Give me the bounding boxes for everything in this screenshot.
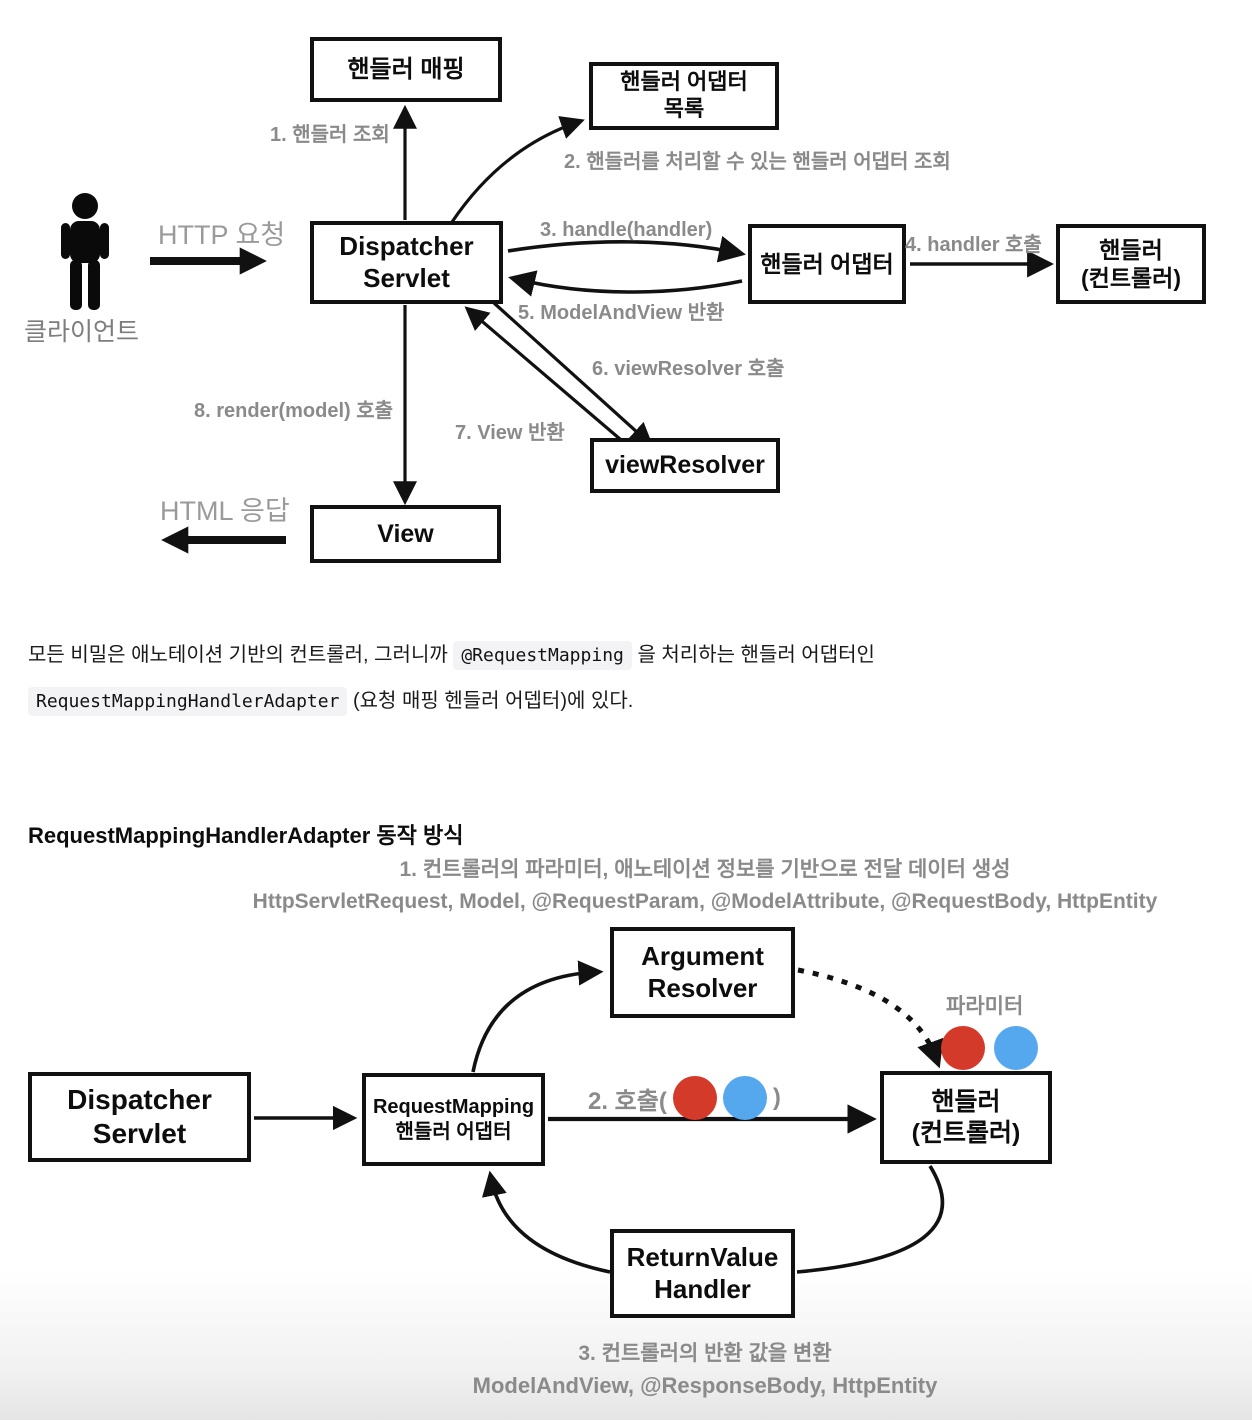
view-box: View — [310, 505, 501, 563]
parameter-label: 파라미터 — [946, 995, 1024, 1018]
section-heading: RequestMappingHandlerAdapter 동작 방식 — [28, 823, 464, 848]
blue-parameter-circle — [994, 1026, 1038, 1070]
call-open-label: 2. 호출( — [588, 1087, 667, 1115]
call-close-label: ) — [772, 1084, 781, 1111]
requestmapping-adapter-line2: 핸들러 어댑터 — [395, 1120, 512, 1143]
step6-label: 6. viewResolver 호출 — [592, 358, 785, 380]
dispatcher-servlet-box: Dispatcher Servlet — [310, 221, 503, 304]
step5-label: 5. ModelAndView 반환 — [518, 302, 725, 324]
caption-top-block: 1. 컨트롤러의 파라미터, 애노테이션 정보를 기반으로 전달 데이터 생성 … — [100, 854, 1252, 918]
view-resolver-label: viewResolver — [605, 451, 765, 480]
arrow-step7-view-return — [464, 306, 636, 453]
paragraph-text2: 을 처리하는 핸들러 어댑터인 — [637, 644, 875, 666]
adapter-flow-arrows-svg — [254, 960, 945, 1274]
dispatcher-servlet-box-2: Dispatcher Servlet — [28, 1072, 251, 1162]
handler-adapter-list-line2: 목록 — [663, 96, 705, 121]
arrow-step6-viewresolver-call — [492, 301, 654, 447]
caption-top-line2: HttpServletRequest, Model, @RequestParam… — [252, 890, 1158, 913]
step3-label: 3. handle(handler) — [540, 219, 713, 241]
caption-bottom-block: 3. 컨트롤러의 반환 값을 변환 ModelAndView, @Respons… — [100, 1338, 1252, 1402]
caption-bottom-line1: 3. 컨트롤러의 반환 값을 변환 — [578, 1342, 832, 1365]
call-label-row: 2. 호출( ) — [588, 1076, 781, 1120]
handler-adapter-list-line1: 핸들러 어댑터 — [620, 69, 748, 95]
red-argument-circle — [672, 1076, 717, 1120]
http-request-label: HTTP 요청 — [158, 220, 286, 250]
handler-adapter-label: 핸들러 어댑터 — [760, 250, 894, 277]
paragraph-text1: 모든 비밀은 애노테이션 기반의 컨트롤러, 그러니까 — [28, 644, 448, 666]
arrow-argument-resolver-to-handler-dashed — [797, 967, 944, 1069]
client-label: 클라이언트 — [24, 318, 140, 346]
inline-code-requestmappinghandleradapter: RequestMappingHandlerAdapter — [28, 687, 348, 716]
handler-mapping-label: 핸들러 매핑 — [347, 55, 465, 83]
arrow-step2-adapter-list — [450, 116, 585, 223]
returnvalue-handler-box: ReturnValue Handler — [610, 1229, 795, 1318]
view-resolver-box: viewResolver — [590, 438, 780, 493]
red-parameter-circle — [941, 1026, 985, 1070]
returnvalue-handler-line2: Handler — [654, 1273, 751, 1304]
blue-argument-circle — [722, 1076, 767, 1120]
arrow-handler-to-returnvalue — [796, 1165, 945, 1274]
handler-controller-2-line1: 핸들러 — [931, 1088, 1001, 1116]
requestmapping-adapter-line1: RequestMapping — [372, 1096, 535, 1119]
handler-adapter-box: 핸들러 어댑터 — [748, 224, 906, 304]
caption-top-line1: 1. 컨트롤러의 파라미터, 애노테이션 정보를 기반으로 전달 데이터 생성 — [399, 858, 1011, 881]
paragraph-text3: (요청 매핑 헨들러 어뎁터)에 있다. — [353, 690, 634, 712]
argument-resolver-line1: Argument — [641, 940, 764, 971]
handler-controller-line1: 핸들러 — [1099, 236, 1163, 263]
spring-mvc-flow-arrows-svg — [61, 104, 1055, 554]
paragraph-line1: 모든 비밀은 애노테이션 기반의 컨트롤러, 그러니까 @RequestMapp… — [28, 638, 875, 670]
paragraph-line2: RequestMappingHandlerAdapter (요청 매핑 헨들러 … — [28, 684, 634, 716]
dispatcher-servlet-line2: Servlet — [363, 262, 450, 293]
handler-controller-box-2: 핸들러 (컨트롤러) — [880, 1071, 1052, 1164]
dispatcher-servlet-2-line2: Servlet — [92, 1118, 187, 1149]
html-response-label: HTML 응답 — [160, 496, 290, 526]
handler-mapping-box: 핸들러 매핑 — [310, 37, 502, 102]
arrow-step5-modelandview — [508, 270, 743, 297]
dispatcher-servlet-line1: Dispatcher — [339, 230, 474, 261]
view-label: View — [377, 519, 434, 548]
requestmapping-adapter-box: RequestMapping 핸들러 어댑터 — [362, 1073, 545, 1166]
handler-controller-box: 핸들러 (컨트롤러) — [1056, 224, 1206, 304]
inline-code-requestmapping: @RequestMapping — [453, 641, 632, 670]
step1-label: 1. 핸들러 조회 — [270, 124, 390, 146]
arrow-step3-handle — [507, 235, 746, 263]
client-person-icon — [61, 193, 109, 310]
step2-label: 2. 핸들러를 처리할 수 있는 핸들러 어댑터 조회 — [564, 151, 951, 173]
step4-label: 4. handler 호출 — [905, 234, 1042, 256]
arrow-returnvalue-to-adapter — [482, 1170, 611, 1274]
step7-label: 7. View 반환 — [455, 422, 565, 444]
step8-label: 8. render(model) 호출 — [194, 400, 394, 422]
arrow-adapter-to-argument-resolver — [471, 960, 604, 1073]
handler-adapter-list-box: 핸들러 어댑터 목록 — [589, 62, 779, 130]
returnvalue-handler-line1: ReturnValue — [626, 1241, 779, 1272]
argument-resolver-box: Argument Resolver — [610, 927, 795, 1018]
handler-controller-line2: (컨트롤러) — [1081, 265, 1181, 291]
dispatcher-servlet-2-line1: Dispatcher — [67, 1083, 212, 1115]
handler-controller-2-line2: (컨트롤러) — [911, 1118, 1021, 1147]
argument-resolver-line2: Resolver — [647, 972, 758, 1003]
caption-bottom-line2: ModelAndView, @ResponseBody, HttpEntity — [472, 1373, 938, 1398]
